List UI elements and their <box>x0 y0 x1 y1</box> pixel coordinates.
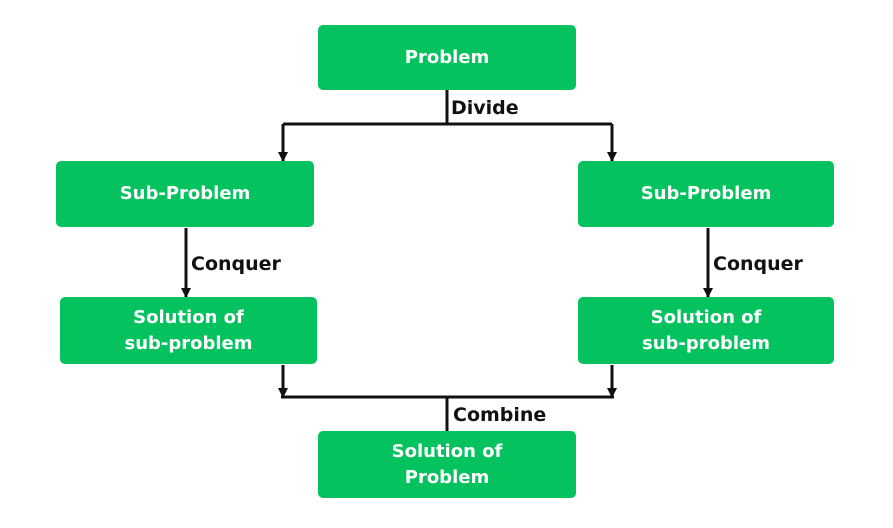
solution-right-line-2: sub-problem <box>641 332 771 354</box>
divide-label: Divide <box>451 97 519 119</box>
conquer-left-label: Conquer <box>191 253 281 275</box>
sub-problem-left-label: Sub-Problem <box>119 183 251 204</box>
solution-left-line-2: sub-problem <box>124 332 253 354</box>
final-solution-line-1: Solution of <box>391 440 503 462</box>
solution-of-problem-node: Solution of Problem <box>318 431 576 498</box>
combine-label: Combine <box>453 404 547 426</box>
solution-sub-problem-right-node: Solution of sub-problem <box>578 297 834 364</box>
sub-problem-left-node: Sub-Problem <box>56 161 314 227</box>
solution-left-line-1: Solution of <box>133 306 244 328</box>
solution-sub-problem-left-node: Solution of sub-problem <box>60 297 317 364</box>
conquer-right-label: Conquer <box>713 253 803 275</box>
final-solution-line-2: Problem <box>404 466 490 488</box>
problem-node-label: Problem <box>404 46 490 68</box>
solution-right-line-1: Solution of <box>650 306 762 328</box>
sub-problem-right-node: Sub-Problem <box>578 161 834 227</box>
sub-problem-right-label: Sub-Problem <box>640 183 772 204</box>
problem-node: Problem <box>318 25 576 90</box>
